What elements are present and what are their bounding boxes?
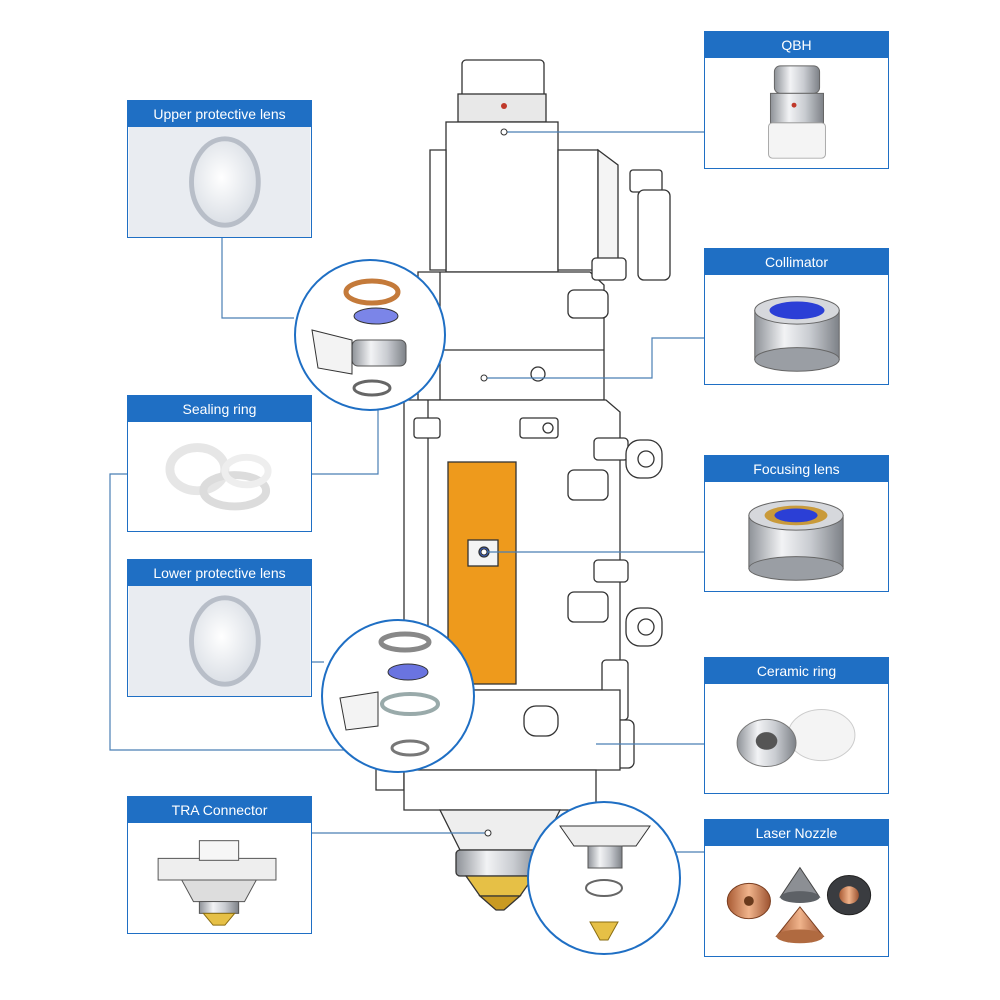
upper-exploded-view bbox=[294, 259, 446, 411]
upper-drawer-handle bbox=[311, 329, 353, 375]
callout-title: Lower protective lens bbox=[128, 560, 311, 586]
qbh-indicator bbox=[501, 103, 507, 109]
callout-focusing-lens: Focusing lens bbox=[704, 455, 889, 592]
upper-seal-ring bbox=[352, 379, 392, 397]
callout-laser-nozzle: Laser Nozzle bbox=[704, 819, 889, 957]
cable-plug bbox=[629, 169, 663, 193]
copper-ring bbox=[343, 278, 401, 306]
nozzle-housing bbox=[403, 769, 597, 811]
laser-head-body bbox=[375, 59, 671, 911]
nozzle-exploded-view bbox=[527, 801, 681, 955]
lower-drawer-handle bbox=[339, 691, 379, 731]
side-bracket-right bbox=[557, 149, 599, 271]
leader-lower-lens-ring bbox=[109, 473, 392, 751]
collimator-housing-upper bbox=[445, 121, 559, 273]
callout-title: Focusing lens bbox=[705, 456, 888, 482]
focusing-lens-photo bbox=[705, 482, 888, 591]
callout-title: QBH bbox=[705, 32, 888, 58]
lower-seal-bottom bbox=[390, 739, 430, 757]
nozzle-view-thread bbox=[587, 845, 623, 869]
side-bracket-left bbox=[429, 149, 447, 271]
leader-collimator bbox=[484, 337, 704, 379]
left-bracket bbox=[413, 417, 441, 439]
tra-connector-photo bbox=[128, 823, 311, 933]
upper-lens-disc bbox=[353, 307, 399, 325]
callout-upper-protective-lens: Upper protective lens bbox=[127, 100, 312, 238]
lower-seal-top bbox=[378, 631, 432, 653]
nozzle-tip bbox=[464, 875, 536, 897]
upper-block-screw bbox=[530, 366, 546, 382]
callout-ceramic-ring: Ceramic ring bbox=[704, 657, 889, 794]
callout-title: Upper protective lens bbox=[128, 101, 311, 127]
upper-lens-holder bbox=[351, 339, 407, 367]
lower-knob bbox=[523, 705, 559, 737]
callout-title: Laser Nozzle bbox=[705, 820, 888, 846]
lower-exploded-view bbox=[321, 619, 475, 773]
laser-nozzle-photo bbox=[705, 846, 888, 956]
callout-title: TRA Connector bbox=[128, 797, 311, 823]
nozzle-view-body bbox=[559, 825, 651, 847]
callout-collimator: Collimator bbox=[704, 248, 889, 385]
leader-lines bbox=[109, 131, 704, 853]
callout-title: Ceramic ring bbox=[705, 658, 888, 684]
callout-tra-connector: TRA Connector bbox=[127, 796, 312, 934]
lower-protective-lens-photo bbox=[128, 586, 311, 696]
leader-upper-lens bbox=[221, 238, 294, 319]
collimator-photo bbox=[705, 275, 888, 384]
sealing-ring-photo bbox=[128, 422, 311, 531]
upper-protective-lens-photo bbox=[128, 127, 311, 237]
cable-sleeve bbox=[637, 189, 671, 281]
side-bracket-depth bbox=[597, 148, 619, 276]
callout-title: Collimator bbox=[705, 249, 888, 275]
lower-lens-holder bbox=[380, 692, 440, 716]
callout-qbh: QBH bbox=[704, 31, 889, 169]
leader-sealing-ring bbox=[308, 395, 379, 475]
qbh-top-cap bbox=[461, 59, 545, 99]
callout-title: Sealing ring bbox=[128, 396, 311, 422]
callout-lower-protective-lens: Lower protective lens bbox=[127, 559, 312, 697]
middle-bracket-screw bbox=[542, 422, 554, 434]
qbh-photo bbox=[705, 58, 888, 168]
orange-inspection-window bbox=[447, 461, 517, 685]
nozzle-view-ceramic bbox=[585, 879, 623, 897]
leader-dots bbox=[480, 128, 508, 837]
ceramic-ring-photo bbox=[705, 684, 888, 793]
nozzle-view-tip bbox=[589, 921, 619, 941]
lower-lens-disc bbox=[387, 663, 429, 681]
callout-sealing-ring: Sealing ring bbox=[127, 395, 312, 532]
nozzle-orifice bbox=[478, 895, 522, 911]
